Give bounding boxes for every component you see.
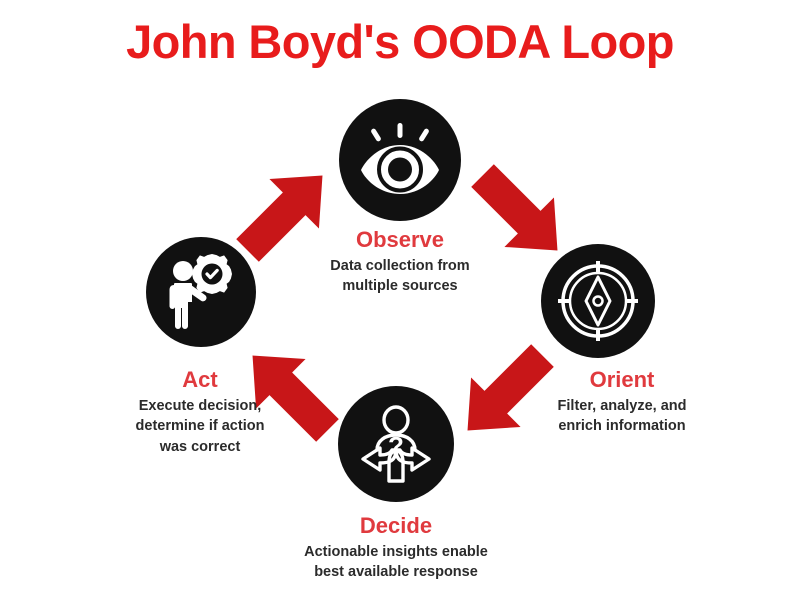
node-description-act-line1: Execute decision, [138, 397, 262, 414]
node-description-act-line3: was correct [159, 438, 241, 455]
node-circle-orient[interactable] [541, 244, 655, 358]
node-description-act-line2: determine if action [135, 418, 265, 435]
node-description-orient-line2: enrich information [558, 418, 686, 435]
eye-icon [359, 123, 441, 197]
person-gear-check-icon [161, 252, 241, 332]
node-label-orient: Orient [589, 367, 655, 392]
node-label-decide: Decide [359, 513, 433, 538]
node-label-act: Act [182, 367, 218, 392]
decision-person-icon: ? [355, 403, 437, 485]
node-text-orient: Orient Filter, analyze, and enrich infor… [508, 366, 736, 437]
arrow-act-to-observe [226, 158, 344, 268]
arrow-orient-to-decide [446, 338, 564, 448]
node-circle-observe[interactable] [339, 99, 461, 221]
node-text-decide: Decide Actionable insights enable best a… [272, 512, 520, 583]
node-label-observe: Observe [355, 227, 445, 252]
node-description-decide-line2: best available response [314, 564, 478, 581]
page-title: John Boyd's OODA Loop [126, 15, 674, 68]
node-text-act: Act Execute decision, determine if actio… [96, 366, 304, 457]
arrow-decide-to-act [231, 338, 349, 448]
node-circle-decide[interactable]: ? [338, 386, 454, 502]
node-description-observe-line2: multiple sources [342, 278, 458, 295]
node-description-decide-line1: Actionable insights enable [304, 543, 488, 560]
svg-text:?: ? [388, 431, 404, 461]
node-description-observe-line1: Data collection from [330, 257, 470, 274]
node-description-orient-line1: Filter, analyze, and [557, 397, 687, 414]
node-circle-act[interactable] [146, 237, 256, 347]
node-text-observe: Observe Data collection from multiple so… [280, 226, 520, 297]
compass-icon [557, 260, 639, 342]
arrow-observe-to-orient [461, 158, 579, 268]
